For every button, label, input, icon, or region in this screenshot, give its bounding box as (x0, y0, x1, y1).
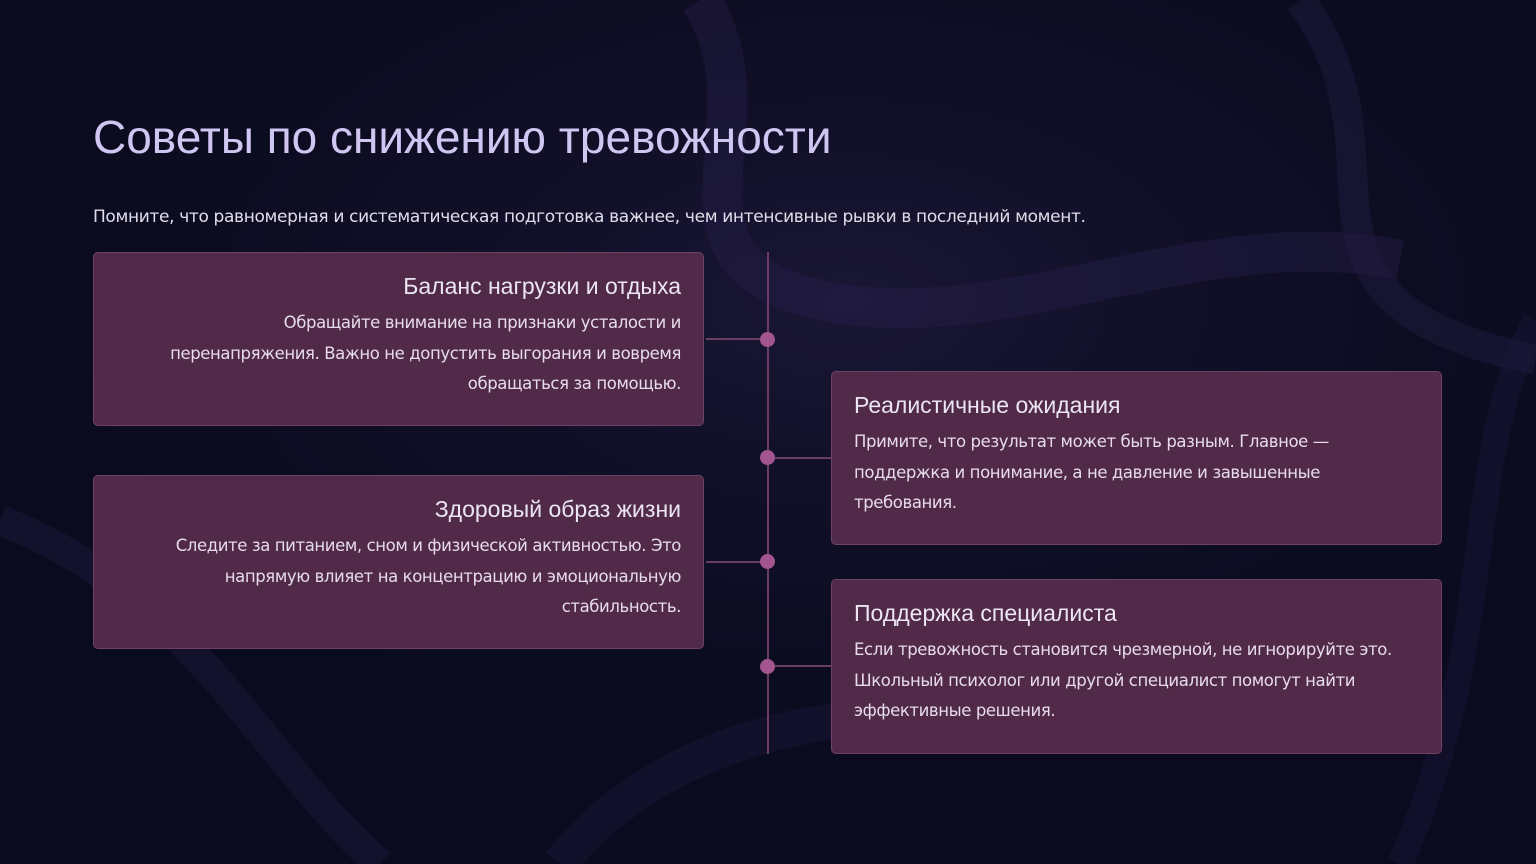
card-text: Примите, что результат может быть разным… (854, 432, 1329, 512)
timeline-connector (768, 457, 831, 459)
timeline-card: Поддержка специалиста Если тревожность с… (831, 579, 1442, 754)
timeline-card: Здоровый образ жизни Следите за питанием… (93, 475, 704, 649)
timeline-connector (706, 561, 768, 563)
page-title: Советы по снижению тревожности (93, 111, 832, 163)
timeline-line (767, 252, 769, 754)
timeline-dot (760, 450, 775, 465)
card-heading: Баланс нагрузки и отдыха (403, 273, 681, 299)
timeline-card: Реалистичные ожидания Примите, что резул… (831, 371, 1442, 545)
timeline-dot (760, 554, 775, 569)
page-subtitle: Помните, что равномерная и систематическ… (93, 207, 1086, 227)
timeline-connector (768, 665, 831, 667)
timeline-connector (706, 338, 768, 340)
card-heading: Реалистичные ожидания (854, 392, 1121, 418)
card-text: Обращайте внимание на признаки усталости… (170, 313, 681, 393)
card-heading: Здоровый образ жизни (434, 496, 681, 522)
timeline-dot (760, 659, 775, 674)
timeline-dot (760, 332, 775, 347)
card-text: Если тревожность становится чрезмерной, … (854, 640, 1392, 720)
card-text: Следите за питанием, сном и физической а… (175, 536, 682, 616)
timeline-card: Баланс нагрузки и отдыха Обращайте внима… (93, 252, 704, 426)
card-heading: Поддержка специалиста (854, 600, 1117, 626)
